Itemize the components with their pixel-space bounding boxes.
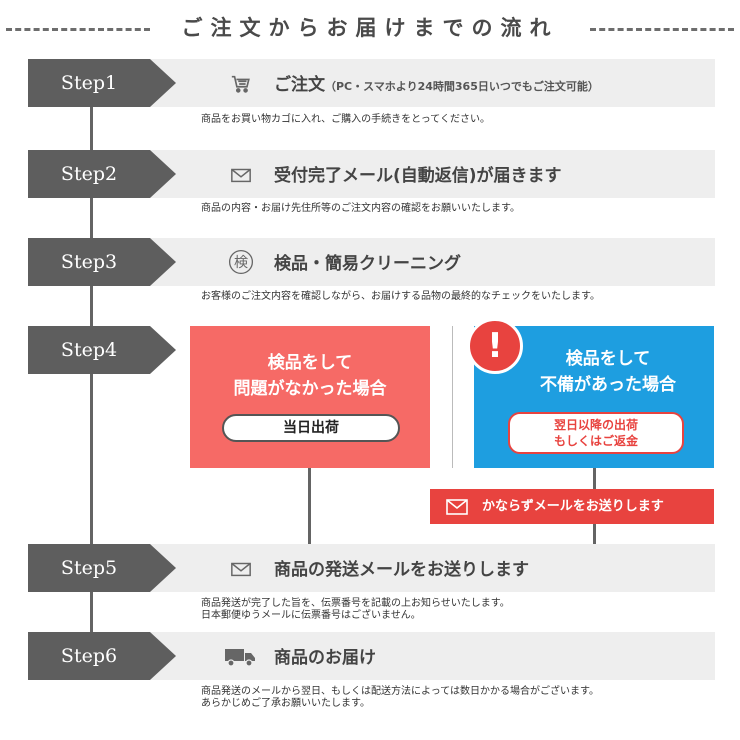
ng-case-line1: 検品をして [565, 349, 651, 369]
step-label: 受付完了メール(自動返信)が届きます [274, 166, 562, 186]
step-5: Step5 商品の発送メールをお送りします [28, 544, 715, 592]
step-desc: 商品をお買い物カゴに入れ、ご購入の手続きをとってください。 [201, 114, 490, 125]
timeline-line [90, 198, 93, 238]
step-desc: 商品発送が完了した旨を、伝票番号を記載の上お知らせいたします。 日本郵便ゆうメー… [201, 598, 510, 621]
title-area: ご注文からお届けまでの流れ [0, 8, 740, 48]
later-shipping-badge: 翌日以降の出荷 もしくはご返金 [508, 412, 684, 454]
step-tag: Step5 [28, 544, 176, 592]
mail-icon [231, 562, 251, 577]
step-desc: お客様のご注文内容を確認しながら、お届けする品物の最終的なチェックをいたします。 [201, 291, 600, 302]
cart-icon [231, 75, 250, 93]
timeline-line [90, 286, 93, 326]
same-day-shipping-badge: 当日出荷 [222, 414, 400, 442]
step-tag: Step3 [28, 238, 176, 286]
timeline-line [90, 106, 93, 150]
step-tag: Step1 [28, 59, 176, 107]
inspection-icon: 検 [228, 249, 254, 275]
ok-case-box: 検品をして 問題がなかった場合 当日出荷 [190, 326, 430, 468]
title-dashes-left [6, 28, 150, 31]
branch-line-ng [593, 468, 596, 489]
mail-notice-banner: かならずメールをお送りします [430, 489, 714, 524]
notice-text: かならずメールをお送りします [482, 499, 664, 514]
step-2: Step2 受付完了メール(自動返信)が届きます [28, 150, 715, 198]
step-6: Step6 商品のお届け [28, 632, 715, 680]
page-title: ご注文からお届けまでの流れ [181, 16, 559, 40]
mail-icon [446, 499, 468, 515]
ok-case-line2: 問題がなかった場合 [233, 379, 387, 399]
timeline-line [90, 592, 93, 632]
case-divider [452, 326, 453, 468]
step-1: Step1 ご注文（PC・スマホより24時間365日いつでもご注文可能） [28, 59, 715, 107]
step-3: Step3 検 検品・簡易クリーニング [28, 238, 715, 286]
ng-case-box: 検品をして 不備があった場合 翌日以降の出荷 もしくはご返金 [474, 326, 714, 468]
svg-text:検: 検 [234, 255, 248, 271]
step-label: ご注文（PC・スマホより24時間365日いつでもご注文可能） [274, 75, 599, 95]
title-dashes-right [590, 28, 734, 31]
branch-line-ng [593, 524, 596, 544]
truck-icon [225, 649, 255, 667]
timeline-line [90, 374, 93, 544]
branch-line-ok [308, 468, 311, 544]
step-tag: Step6 [28, 632, 176, 680]
step-4-tag: Step4 [28, 326, 176, 374]
step-label: 商品のお届け [274, 648, 376, 668]
step-tag: Step2 [28, 150, 176, 198]
step-note: （PC・スマホより24時間365日いつでもご注文可能） [325, 80, 599, 93]
mail-icon [231, 168, 251, 183]
ok-case-line1: 検品をして [267, 353, 353, 373]
alert-icon: ! [467, 318, 523, 374]
step-desc: 商品の内容・お届け先住所等のご注文内容の確認をお願いいたします。 [201, 203, 520, 214]
step-label: 検品・簡易クリーニング [274, 254, 461, 274]
step-label: 商品の発送メールをお送りします [274, 560, 529, 580]
step-desc: 商品発送のメールから翌日、もしくは配送方法によっては数日かかる場合がございます。… [201, 686, 599, 709]
ng-case-line2: 不備があった場合 [540, 375, 676, 395]
